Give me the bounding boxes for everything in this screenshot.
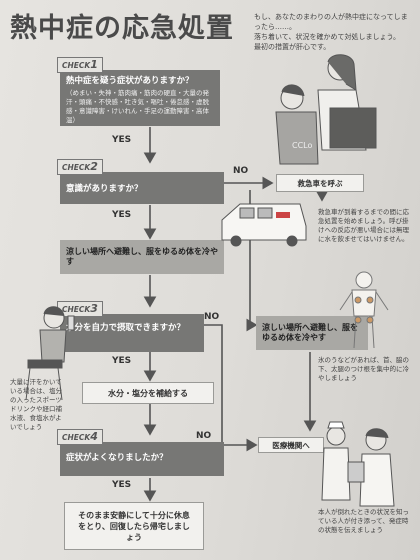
hydrate-box: 水分・塩分を補給する — [82, 382, 214, 404]
hospital-note: 本人が倒れたときの状況を知っている人が付き添って、発症時の状態を伝えましょう — [318, 508, 409, 534]
check1-question: 熱中症を疑う症状がありますか？ — [66, 76, 194, 86]
rest-box: そのまま安静にして十分に休息をとり、回復したら帰宅しましょう — [64, 502, 204, 550]
check2-box: CHECK2 意識がありますか？ — [57, 159, 224, 204]
ambulance-note: 救急車が到着するまでの間に応急処置を始めましょう。呼び掛けへの反応が悪い場合には… — [318, 208, 409, 243]
shirt-print: CCLo — [292, 141, 312, 150]
yes-label-2: YES — [112, 210, 132, 220]
check4-box: CHECK4 症状がよくなりましたか？ — [57, 429, 224, 476]
check1-box: CHECK1 熱中症を疑う症状がありますか？ （めまい・失神・筋肉痛・筋肉の硬直… — [57, 57, 220, 126]
call-ambulance-box: 救急車を呼ぶ — [276, 174, 364, 192]
page-title: 熱中症の応急処置 — [10, 13, 234, 44]
check3-box: CHECK3 水分を自力で摂取できますか？ — [57, 301, 204, 352]
check1-tab: CHECK1 — [57, 57, 103, 73]
check2-question: 意識がありますか？ — [66, 184, 143, 194]
yes-label-1: YES — [112, 135, 132, 145]
cool-down-box-right: 涼しい場所へ避難し、服をゆるめ体を冷やす — [256, 316, 368, 350]
yes-label-4: YES — [112, 480, 132, 490]
no-label-4: NO — [196, 431, 212, 441]
check3-tab: CHECK3 — [57, 301, 103, 317]
drink-note: 大量に汗をかいている場合は、塩分の入ったスポーツドリンクや経口補水液、食塩水がよ… — [10, 378, 62, 431]
cooling-note: 氷のうなどがあれば、首、脇の下、太腿のつけ根を集中的に冷やしましょう — [318, 356, 409, 382]
check2-tab: CHECK2 — [57, 159, 103, 175]
yes-label-3: YES — [112, 356, 132, 366]
check3-question: 水分を自力で摂取できますか？ — [66, 323, 186, 333]
check1-symptoms: （めまい・失神・筋肉痛・筋肉の硬直・大量の発汗・頭痛・不快感・吐き気・嘔吐・倦怠… — [66, 89, 209, 124]
line-check3-no — [204, 324, 223, 455]
cool-down-box-left: 涼しい場所へ避難し、服をゆるめ体を冷やす — [60, 240, 224, 274]
check4-tab: CHECK4 — [57, 429, 103, 445]
no-label-3: NO — [204, 312, 220, 322]
go-to-hospital-box: 医療機関へ — [258, 437, 324, 453]
no-label-2: NO — [233, 166, 249, 176]
intro-text: もし、あなたのまわりの人が熱中症になってしまったら……。 落ち着いて、状況を確か… — [254, 13, 408, 51]
check4-question: 症状がよくなりましたか？ — [66, 453, 168, 463]
